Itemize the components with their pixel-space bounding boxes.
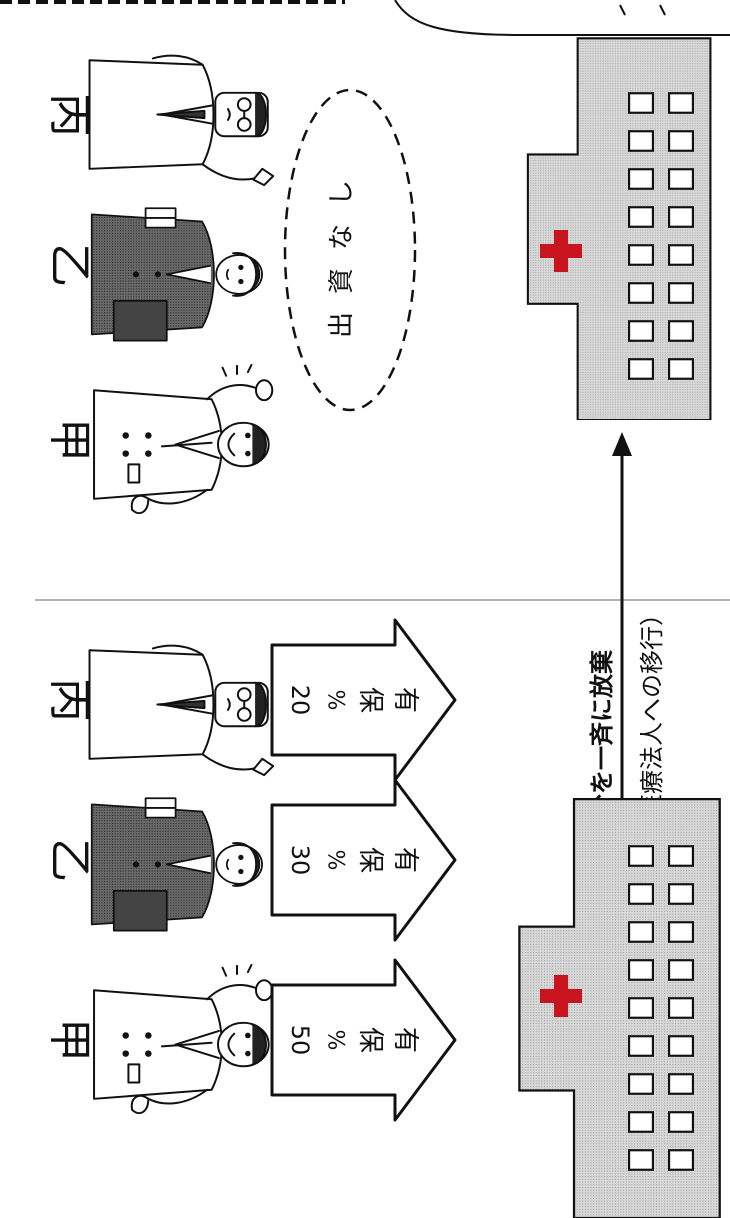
share-percent-value: 20 bbox=[286, 685, 314, 716]
share-hold-char-1: 保 bbox=[355, 1027, 385, 1053]
before-figure-otsu bbox=[90, 797, 263, 932]
share-hold-char-1: 保 bbox=[355, 847, 385, 873]
after-label-kou: 甲 bbox=[44, 418, 95, 462]
before-figure-hei bbox=[88, 644, 275, 777]
no-investment-label: 出資なし bbox=[327, 162, 357, 338]
after-figure-kou bbox=[92, 363, 274, 515]
share-arrow-shape bbox=[270, 778, 457, 942]
share-arrow-1: 50% 保有 bbox=[270, 958, 457, 1122]
share-arrow-2: 30% 保有 bbox=[270, 778, 457, 942]
after-label-otsu: 乙 bbox=[44, 243, 95, 287]
after-label-hei: 丙 bbox=[44, 93, 95, 137]
share-arrow-shape bbox=[270, 618, 457, 782]
share-arrow-3: 20% 保有 bbox=[270, 618, 457, 782]
share-hold-char-1: 保 bbox=[355, 687, 385, 713]
before-label-otsu: 乙 bbox=[44, 838, 95, 882]
before-cross-icon bbox=[540, 975, 582, 1017]
callout-marks bbox=[619, 4, 666, 16]
after-hospital bbox=[526, 37, 712, 420]
before-hospital bbox=[518, 797, 721, 1218]
after-figure-otsu bbox=[90, 207, 263, 342]
share-hold-char-2: 有 bbox=[390, 687, 420, 713]
after-person-labels: 丙 乙 甲 bbox=[44, 93, 95, 462]
after-figure-hei bbox=[88, 54, 275, 187]
before-figure-kou bbox=[92, 963, 274, 1115]
share-percent-value: 50 bbox=[286, 1025, 314, 1056]
share-percent-sign: % bbox=[323, 850, 348, 871]
share-percent-sign: % bbox=[323, 690, 348, 711]
share-hold-char-2: 有 bbox=[390, 1027, 420, 1053]
no-investment-bubble: 出資なし bbox=[283, 88, 417, 412]
before-label-hei: 丙 bbox=[44, 678, 95, 722]
callout-edge bbox=[394, 0, 730, 36]
share-percent-value: 30 bbox=[286, 845, 314, 876]
share-percent-sign: % bbox=[323, 1030, 348, 1051]
before-person-labels: 丙 乙 甲 bbox=[44, 678, 95, 1062]
share-arrow-shape bbox=[270, 958, 457, 1122]
share-hold-char-2: 有 bbox=[390, 847, 420, 873]
after-cross-icon bbox=[540, 230, 582, 272]
before-label-kou: 甲 bbox=[44, 1018, 95, 1062]
